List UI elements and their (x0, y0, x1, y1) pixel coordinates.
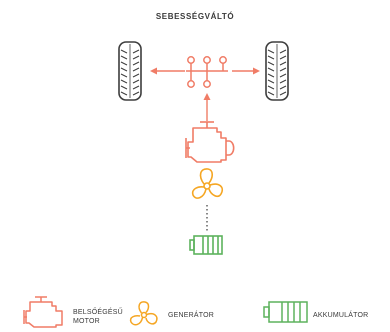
arrow-to-right-wheel (232, 67, 260, 75)
combustion-engine-icon (185, 121, 235, 163)
legend-engine: BELSŐÉGÉSŰ MOTOR (22, 292, 123, 332)
legend-generator-label: GENERÁTOR (168, 312, 215, 319)
diagram-title: SEBESSÉGVÁLTÓ (155, 12, 235, 21)
arrow-to-left-wheel (150, 67, 185, 75)
right-wheel-icon (265, 41, 289, 101)
arrow-engine-to-gearbox (203, 93, 211, 121)
fan-generator-icon (191, 168, 224, 199)
battery-icon (263, 301, 308, 323)
legend-battery-label: AKKUMULÁTOR (313, 312, 369, 319)
gearbox-icon (186, 56, 228, 88)
legend-generator: GENERÁTOR (126, 292, 236, 332)
combustion-engine-icon (23, 296, 63, 328)
fan-generator-icon (129, 301, 158, 326)
left-wheel-icon (118, 41, 142, 101)
legend-battery: AKKUMULÁTOR (262, 292, 386, 332)
battery-icon (189, 235, 223, 255)
legend-engine-label: BELSŐÉGÉSŰ MOTOR (73, 309, 123, 325)
